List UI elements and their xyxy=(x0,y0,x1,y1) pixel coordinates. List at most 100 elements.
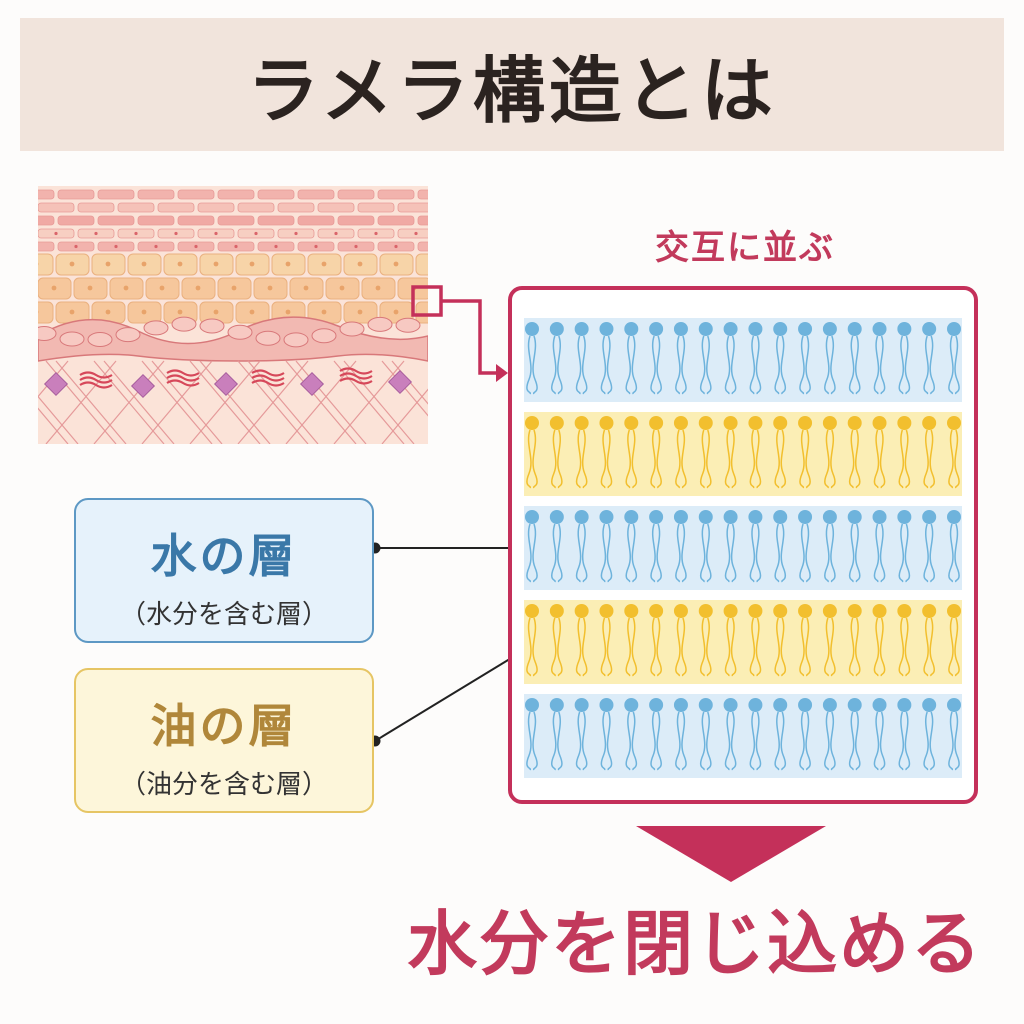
lipid-molecule xyxy=(698,510,713,583)
oil-layer-band xyxy=(524,600,962,684)
lipid-molecule xyxy=(822,416,837,489)
lipid-molecule xyxy=(525,698,539,771)
lipid-molecule xyxy=(723,510,738,583)
lipid-molecule xyxy=(748,604,763,677)
lipid-molecule xyxy=(897,510,912,583)
lipid-molecule xyxy=(525,510,539,583)
lipid-molecule xyxy=(847,698,862,771)
lipid-molecule xyxy=(773,510,788,583)
lipid-molecule xyxy=(599,698,614,771)
lipid-molecule xyxy=(673,698,688,771)
lipid-molecule xyxy=(897,322,912,395)
lipid-molecule xyxy=(847,604,862,677)
lipid-molecule xyxy=(549,322,564,395)
lipid-molecule xyxy=(649,510,664,583)
lipid-molecule xyxy=(798,698,813,771)
lipid-molecule xyxy=(947,604,961,677)
lipid-molecule xyxy=(822,698,837,771)
lipid-molecule xyxy=(599,604,614,677)
lipid-molecule xyxy=(574,510,589,583)
lipid-molecule xyxy=(947,322,961,395)
lipid-molecule xyxy=(624,322,639,395)
lipid-molecule xyxy=(872,510,887,583)
lipid-molecule xyxy=(773,604,788,677)
lipid-molecule xyxy=(748,322,763,395)
lipid-molecule xyxy=(649,322,664,395)
lipid-molecule xyxy=(574,698,589,771)
lipid-molecule xyxy=(773,698,788,771)
water-layer-label: 水の層 （水分を含む層） xyxy=(74,498,374,643)
lipid-molecule xyxy=(872,698,887,771)
page-title: ラメラ構造とは xyxy=(247,48,777,133)
lipid-molecule xyxy=(549,698,564,771)
lipid-molecule xyxy=(673,510,688,583)
lipid-molecule xyxy=(748,698,763,771)
lipid-molecule xyxy=(525,322,539,395)
lipid-molecule xyxy=(822,510,837,583)
lipid-molecule xyxy=(673,416,688,489)
lipid-molecule xyxy=(723,322,738,395)
lipid-molecule xyxy=(872,416,887,489)
oil-layer-band xyxy=(524,412,962,496)
oil-layer-title: 油の層 xyxy=(150,699,298,753)
lipid-molecule xyxy=(897,416,912,489)
lipid-molecule xyxy=(773,416,788,489)
lipid-molecule xyxy=(798,416,813,489)
basal-layer xyxy=(38,316,421,348)
cell-layer xyxy=(38,253,428,324)
title-banner: ラメラ構造とは xyxy=(20,18,1004,151)
lipid-molecule xyxy=(947,416,961,489)
lipid-molecule xyxy=(798,322,813,395)
lipid-molecule xyxy=(599,510,614,583)
lipid-molecule xyxy=(599,416,614,489)
lipid-molecule xyxy=(624,416,639,489)
lipid-molecule xyxy=(922,604,937,677)
lipid-molecule xyxy=(549,416,564,489)
lipid-molecule xyxy=(698,698,713,771)
lipid-molecule xyxy=(947,698,961,771)
lipid-molecule xyxy=(698,604,713,677)
lipid-molecule xyxy=(698,322,713,395)
lipid-molecule xyxy=(897,604,912,677)
lipid-molecule xyxy=(822,322,837,395)
lipid-molecule xyxy=(624,604,639,677)
lipid-molecule xyxy=(872,322,887,395)
water-layer-band xyxy=(524,694,962,778)
lipid-molecule xyxy=(847,322,862,395)
down-arrow-icon xyxy=(636,826,826,882)
water-layer-title: 水の層 xyxy=(150,529,298,583)
lipid-molecule xyxy=(673,604,688,677)
lipid-molecule xyxy=(723,698,738,771)
water-layer-band xyxy=(524,506,962,590)
lipid-molecule xyxy=(922,510,937,583)
lipid-molecule xyxy=(847,416,862,489)
lipid-molecule xyxy=(525,416,539,489)
lipid-molecule xyxy=(947,510,961,583)
water-layer-band xyxy=(524,318,962,402)
lamellar-layers-diagram xyxy=(524,318,962,778)
lipid-molecule xyxy=(574,604,589,677)
lipid-molecule xyxy=(872,604,887,677)
lipid-molecule xyxy=(748,416,763,489)
lipid-molecule xyxy=(723,416,738,489)
lipid-molecule xyxy=(649,698,664,771)
lipid-molecule xyxy=(798,604,813,677)
oil-layer-label: 油の層 （油分を含む層） xyxy=(74,668,374,813)
water-layer-description: （水分を含む層） xyxy=(119,600,328,630)
lipid-molecule xyxy=(698,416,713,489)
lipid-molecule xyxy=(624,698,639,771)
lipid-molecule xyxy=(649,416,664,489)
lipid-molecule xyxy=(847,510,862,583)
lipid-molecule xyxy=(549,604,564,677)
lipid-molecule xyxy=(624,510,639,583)
alternating-label: 交互に並ぶ xyxy=(655,228,835,268)
lipid-molecule xyxy=(922,322,937,395)
lipid-molecule xyxy=(897,698,912,771)
lipid-molecule xyxy=(673,322,688,395)
lipid-molecule xyxy=(748,510,763,583)
skin-cross-section-illustration xyxy=(38,186,428,444)
lipid-molecule xyxy=(599,322,614,395)
lipid-molecule xyxy=(922,416,937,489)
lipid-molecule xyxy=(549,510,564,583)
stratum-corneum xyxy=(38,189,428,252)
